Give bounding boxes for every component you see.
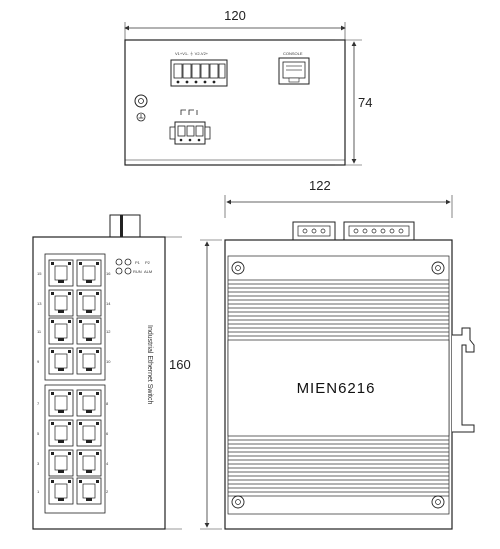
port-number-left: 9	[37, 359, 40, 364]
led-label-p1: P1	[135, 260, 141, 265]
rj45-port	[76, 389, 102, 417]
rj45-port	[48, 259, 74, 287]
front-top-clip	[109, 214, 141, 238]
rj45-port	[76, 259, 102, 287]
port-number-left: 7	[37, 401, 40, 406]
rj45-port	[76, 317, 102, 345]
status-leds: P1 P2 RUN ALM	[115, 258, 152, 275]
port-number-left: 1	[37, 489, 40, 494]
rj45-port	[48, 347, 74, 375]
port-number-right: 10	[106, 359, 111, 364]
rj45-port	[76, 477, 102, 505]
label-panel	[227, 339, 450, 437]
side-terminal-connector	[343, 221, 415, 241]
heat-sink-fins-upper	[228, 279, 449, 337]
port-number-right: 12	[106, 329, 111, 334]
rj45-port	[76, 419, 102, 447]
port-number-right: 14	[106, 301, 111, 306]
led-label-alm: ALM	[144, 269, 152, 274]
led-p2	[124, 258, 132, 266]
port-number-left: 11	[37, 329, 42, 334]
rj45-port	[48, 289, 74, 317]
top-depth-label: 74	[358, 95, 372, 110]
ground-screw	[134, 94, 148, 108]
top-view-body	[124, 39, 346, 166]
power-terminal-label: V1+V1- ⏚ V2-V2+	[175, 50, 209, 56]
port-number-right: 16	[106, 271, 111, 276]
port-number-right: 4	[106, 461, 109, 466]
side-view: 122 MIEN62	[200, 178, 475, 530]
led-label-p2: P2	[145, 260, 151, 265]
port-number-left: 3	[37, 461, 40, 466]
ground-icon	[136, 112, 146, 122]
port-number-left: 5	[37, 431, 40, 436]
rj45-port	[48, 389, 74, 417]
model-label: MIEN6216	[297, 380, 376, 397]
alarm-terminal-block	[169, 109, 211, 145]
led-p1	[115, 258, 123, 266]
corner-screws	[231, 261, 445, 509]
rj45-port	[48, 317, 74, 345]
height-label: 160	[169, 357, 191, 372]
side-width-label: 122	[309, 178, 331, 193]
rj45-port	[48, 449, 74, 477]
rj45-ports	[48, 259, 102, 505]
port-number-right: 8	[106, 401, 109, 406]
led-alm	[124, 267, 132, 275]
rj45-port	[48, 419, 74, 447]
heat-sink-fins-lower	[228, 439, 449, 497]
port-number-right: 6	[106, 431, 109, 436]
power-terminal-block	[170, 59, 228, 87]
port-number-left: 15	[37, 271, 42, 276]
port-number-right: 2	[106, 489, 109, 494]
side-power-connector	[292, 221, 336, 241]
top-view: 120 74 V1+V1- ⏚ V2-V2+ CONSOLE	[124, 8, 372, 166]
top-width-label: 120	[224, 8, 246, 23]
rj45-port	[48, 477, 74, 505]
rj45-port	[76, 289, 102, 317]
port-number-left: 13	[37, 301, 42, 306]
rj45-port	[76, 449, 102, 477]
console-port	[278, 57, 310, 85]
led-label-run: RUN	[133, 269, 142, 274]
console-label: CONSOLE	[283, 51, 303, 56]
product-text: Industrial Ethernet Switch	[146, 325, 153, 404]
rj45-port	[76, 347, 102, 375]
din-rail-clip	[452, 327, 475, 433]
led-run	[115, 267, 123, 275]
